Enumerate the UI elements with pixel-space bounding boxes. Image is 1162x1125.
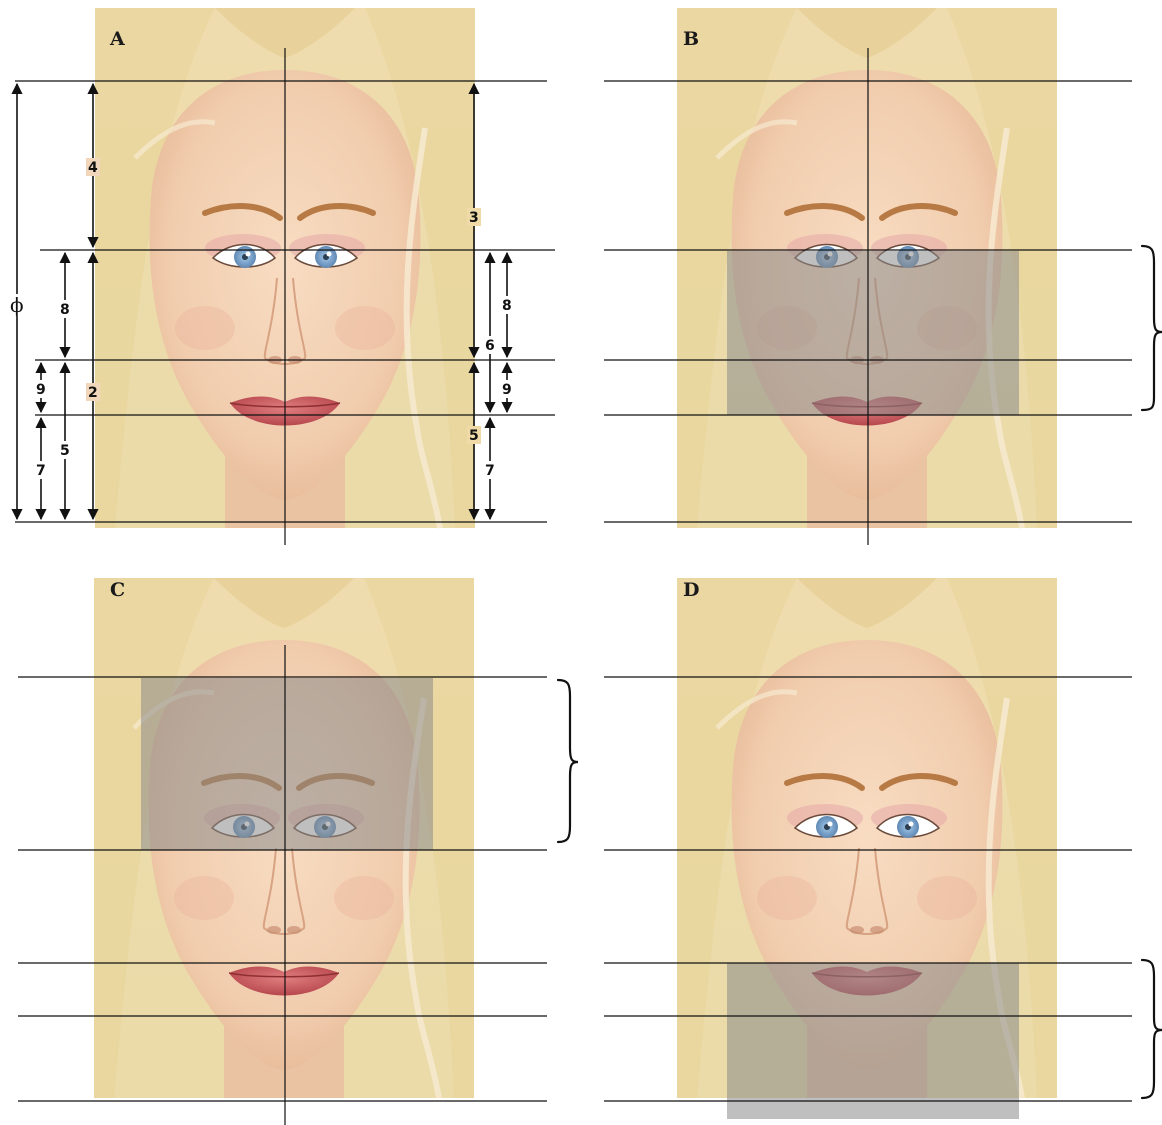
panel-a: A ϕ 4 2 8 5 9 7 3: [8, 8, 555, 545]
label-8-right: 8: [502, 298, 512, 314]
curly-brace: [1142, 960, 1162, 1098]
panel-c: C: [18, 578, 578, 1125]
panel-label-d: D: [683, 579, 699, 601]
shaded-region-eyes-to-lips: [727, 251, 1019, 415]
panel-d: D: [604, 578, 1162, 1119]
label-2: 2: [88, 385, 98, 401]
label-4: 4: [88, 160, 98, 176]
label-3: 3: [469, 210, 479, 226]
label-5-left: 5: [60, 443, 70, 459]
label-7-left: 7: [36, 463, 46, 479]
label-9-right: 9: [502, 382, 512, 398]
panel-label-b: B: [683, 28, 699, 50]
label-5-right: 5: [469, 428, 479, 444]
curly-brace: [1142, 246, 1162, 410]
label-9-left: 9: [36, 382, 46, 398]
shaded-region-hairline-to-eyes: [141, 678, 433, 850]
label-phi: ϕ: [10, 293, 24, 317]
shaded-region-nose-to-chin: [727, 963, 1019, 1119]
label-7-right: 7: [485, 463, 495, 479]
panel-b: B: [604, 8, 1162, 545]
label-8-left: 8: [60, 302, 70, 318]
label-6: 6: [485, 338, 495, 354]
panel-label-c: C: [110, 579, 125, 601]
curly-brace: [558, 680, 578, 842]
panel-label-a: A: [109, 28, 125, 50]
